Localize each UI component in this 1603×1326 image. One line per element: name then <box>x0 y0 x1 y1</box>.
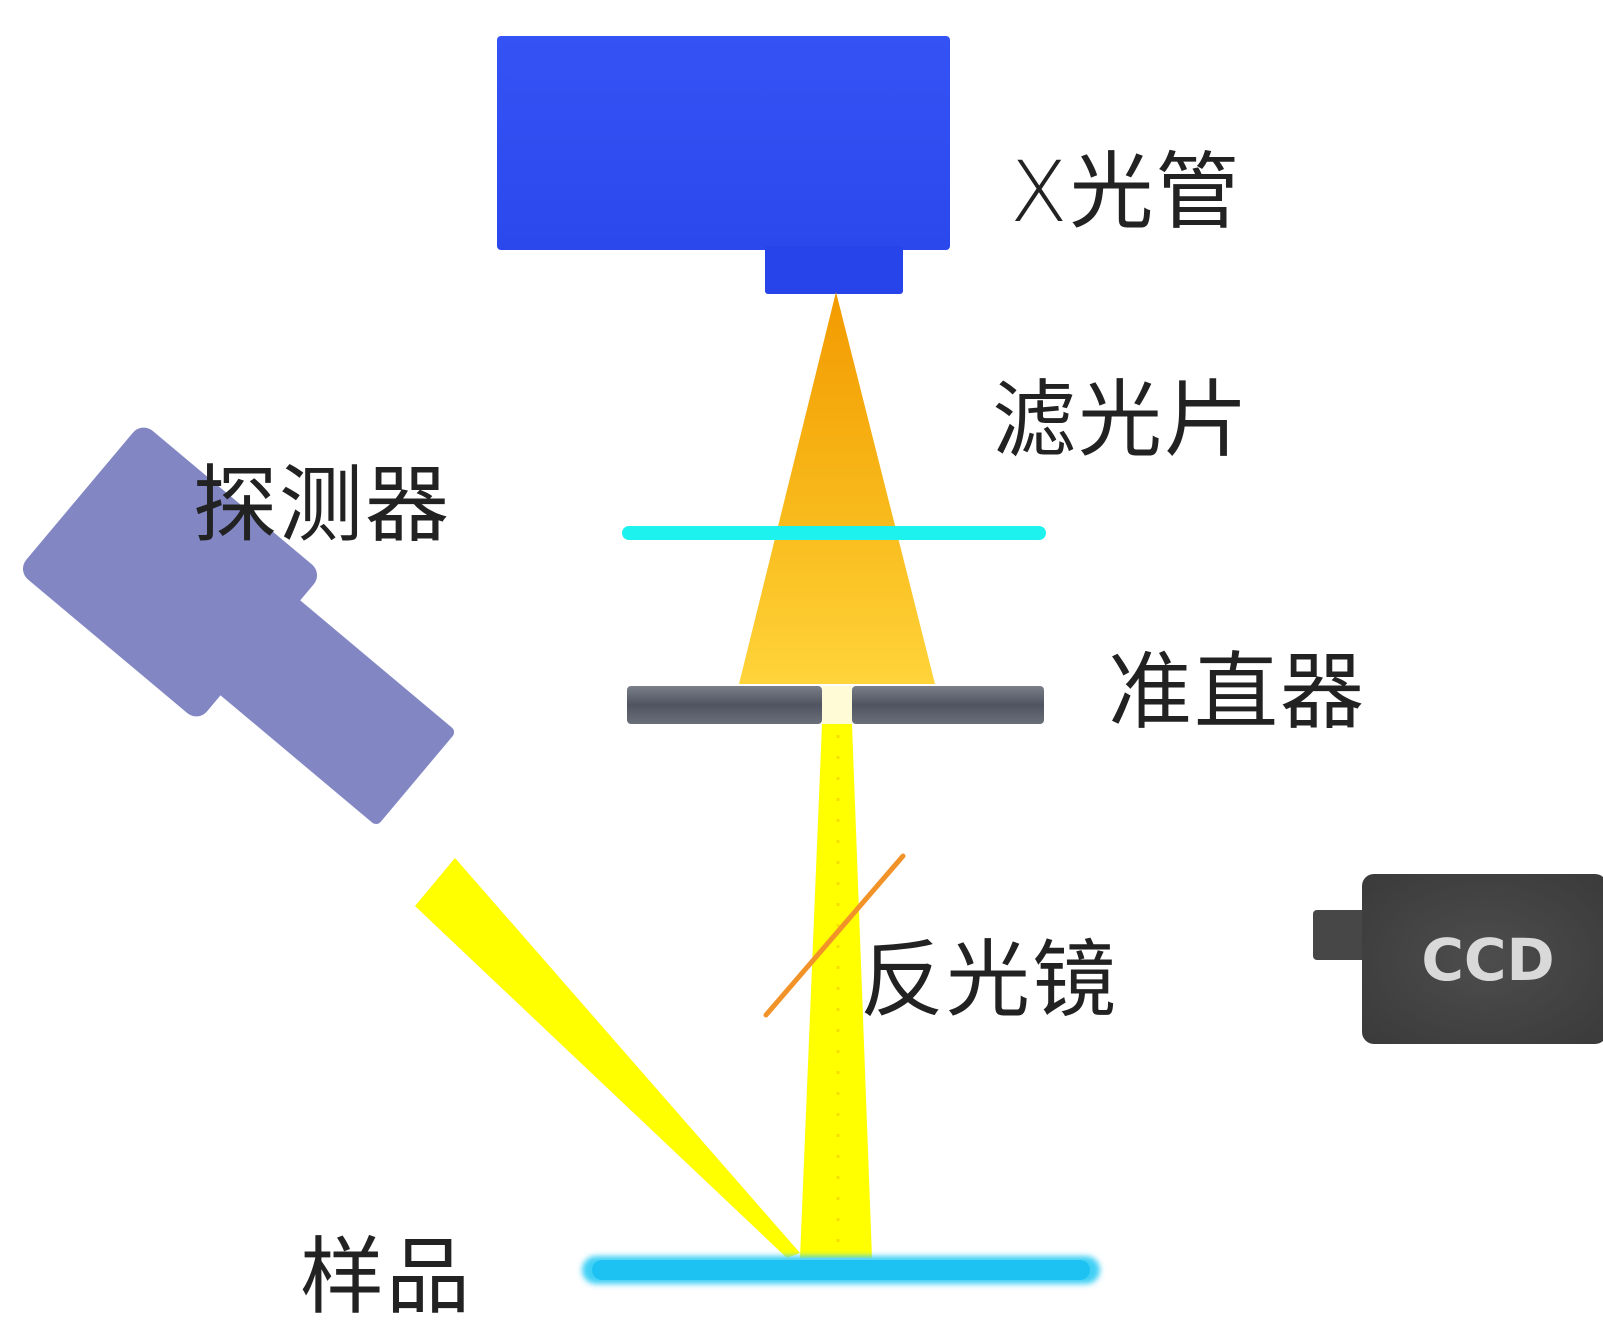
ccd-body <box>1362 874 1603 1044</box>
ccd-mount <box>1313 910 1375 960</box>
collimator-right <box>852 686 1044 724</box>
label-filter: 滤光片 <box>992 371 1251 469</box>
collimator-gap <box>822 686 852 724</box>
fluorescence-beam <box>415 858 800 1258</box>
xray-tube-nozzle <box>765 246 903 294</box>
primary-beam-cone <box>739 292 935 684</box>
detector-body <box>22 427 318 717</box>
ccd-camera: CCD <box>1313 874 1603 1044</box>
ccd-label: CCD <box>1421 926 1554 994</box>
xray-tube-body <box>497 36 950 250</box>
detector-snout <box>218 598 455 825</box>
mirror <box>763 853 906 1018</box>
collimated-beam <box>800 724 872 1258</box>
collimator-left <box>627 686 822 724</box>
label-collimator: 准直器 <box>1108 643 1367 741</box>
label-mirror: 反光镜 <box>860 931 1119 1029</box>
label-sample: 样品 <box>300 1228 473 1326</box>
detector <box>22 427 455 825</box>
filter-plate <box>622 526 1046 540</box>
label-detector: 探测器 <box>193 456 452 554</box>
label-xray-tube: X光管 <box>1010 143 1242 241</box>
